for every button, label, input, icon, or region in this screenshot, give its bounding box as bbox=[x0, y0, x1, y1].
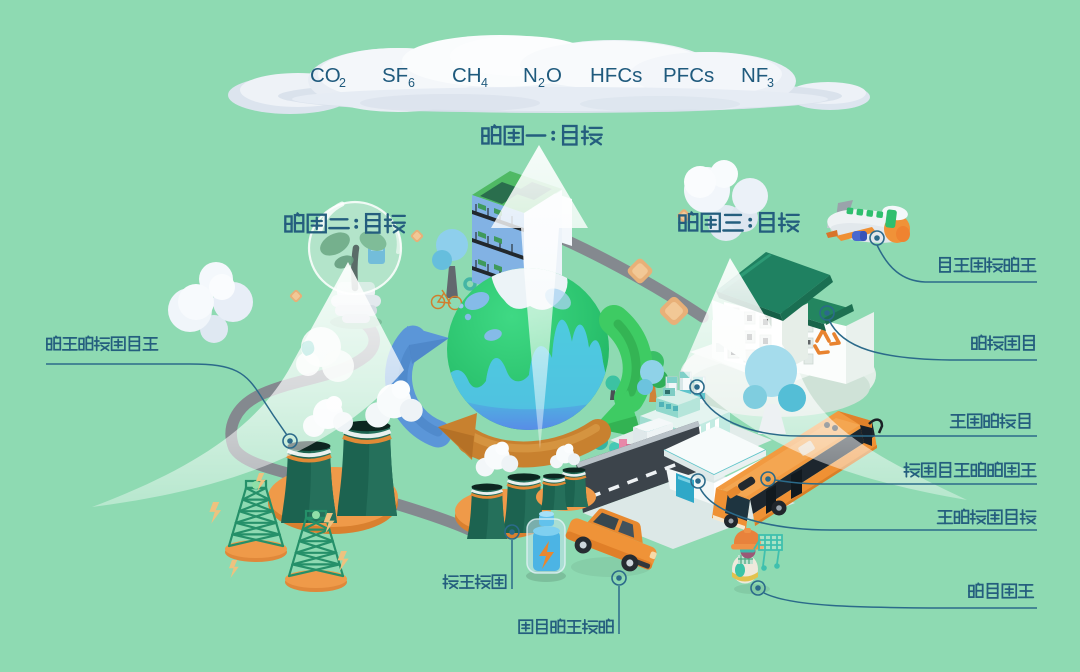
svg-text:CH: CH bbox=[452, 64, 482, 87]
svg-text:3: 3 bbox=[767, 76, 774, 90]
svg-text:2: 2 bbox=[339, 76, 346, 90]
svg-text:O: O bbox=[546, 64, 562, 87]
svg-text:6: 6 bbox=[408, 76, 415, 90]
svg-text:NF: NF bbox=[741, 64, 768, 87]
svg-text:N: N bbox=[523, 64, 538, 87]
svg-text:CO: CO bbox=[310, 64, 341, 87]
svg-text:4: 4 bbox=[481, 76, 488, 90]
svg-text:HFCs: HFCs bbox=[590, 64, 642, 87]
svg-text:2: 2 bbox=[538, 76, 545, 90]
svg-text:SF: SF bbox=[382, 64, 408, 87]
svg-text:PFCs: PFCs bbox=[663, 64, 714, 87]
